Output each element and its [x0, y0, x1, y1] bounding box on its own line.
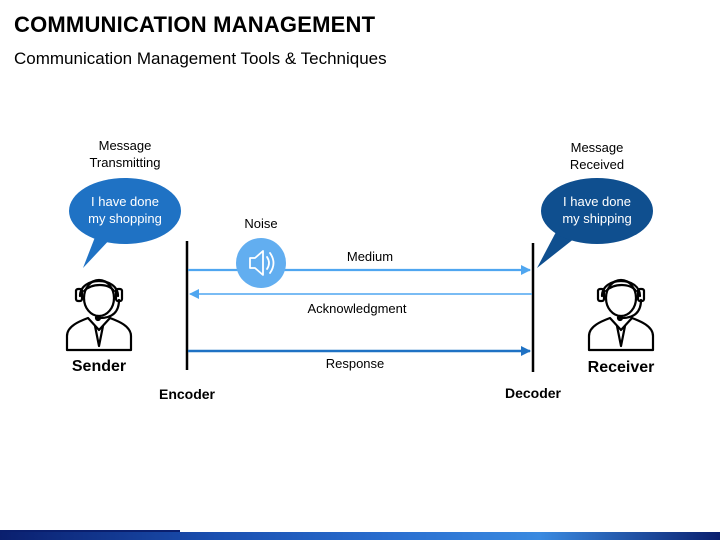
footer-gradient-bar	[0, 530, 720, 540]
receiver-speech-bubble: I have done my shipping	[537, 178, 653, 268]
noise-label: Noise	[244, 216, 277, 231]
receiver-caption-line1: Message	[571, 140, 624, 155]
decoder-label: Decoder	[505, 385, 562, 401]
sender-bubble-line2: my shopping	[88, 211, 162, 226]
medium-label: Medium	[347, 249, 393, 264]
sender-bubble-line1: I have done	[91, 194, 159, 209]
response-label: Response	[326, 356, 385, 371]
receiver-headset-person-icon	[587, 278, 655, 352]
sender-headset-person-icon	[65, 278, 133, 352]
speaker-icon	[236, 238, 286, 288]
encoder-label: Encoder	[159, 386, 216, 402]
receiver-caption-line2: Received	[570, 157, 624, 172]
receiver-label: Receiver	[588, 359, 655, 376]
page-subtitle: Communication Management Tools & Techniq…	[14, 49, 387, 68]
sender-speech-bubble: I have done my shopping	[69, 178, 181, 268]
sender-label: Sender	[72, 358, 126, 375]
sender-caption-line2: Transmitting	[89, 155, 160, 170]
sender-caption-line1: Message	[99, 138, 152, 153]
receiver-bubble-line2: my shipping	[562, 211, 631, 226]
acknowledgment-label: Acknowledgment	[308, 301, 407, 316]
page-title: COMMUNICATION MANAGEMENT	[14, 12, 376, 37]
receiver-bubble-line1: I have done	[563, 194, 631, 209]
